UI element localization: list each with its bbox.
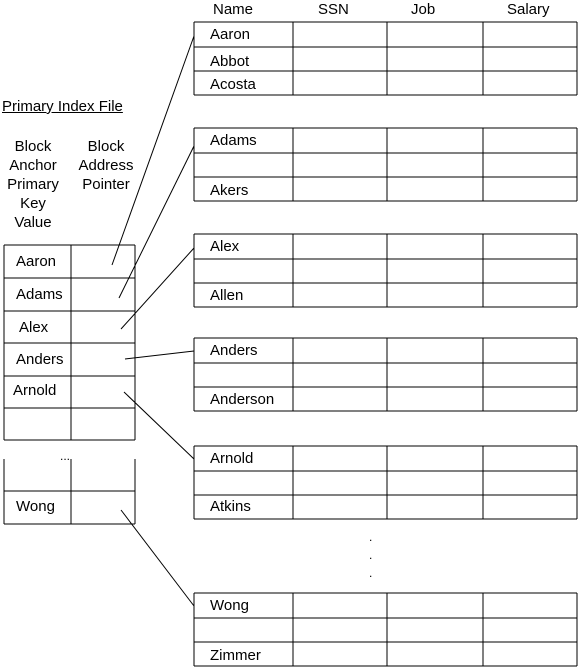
pointer-line-4	[124, 350, 195, 360]
index-key: Alex	[19, 319, 49, 336]
column-header-ssn: SSN	[318, 1, 349, 18]
block-gap-marker: .	[369, 566, 373, 580]
block-gap-marker: .	[369, 548, 373, 562]
record-name: Alex	[210, 238, 240, 255]
index-key: Anders	[16, 351, 64, 368]
data-block-6	[193, 592, 578, 667]
data-block-3	[193, 233, 578, 308]
record-name: Allen	[210, 287, 244, 304]
data-block-1	[193, 21, 578, 96]
index-gap-marker: ...	[60, 449, 71, 463]
index-table-grid	[3, 244, 136, 525]
record-name: Arnold	[210, 450, 254, 467]
data-block-5	[193, 445, 578, 520]
record-name: Acosta	[210, 76, 256, 93]
index-file-title: Primary Index File	[2, 98, 123, 115]
pointer-line-6	[120, 509, 195, 607]
column-header-salary: Salary	[507, 1, 550, 18]
data-blocks	[193, 21, 578, 667]
record-name: Anders	[210, 342, 258, 359]
index-key: Aaron	[16, 253, 57, 270]
pointer-line-1	[111, 35, 195, 266]
column-header-job: Job	[411, 1, 436, 18]
record-name: Abbot	[210, 53, 250, 70]
record-name: Adams	[210, 132, 257, 149]
index-key: Adams	[16, 286, 63, 303]
index-key: Arnold	[13, 382, 57, 399]
record-name: Zimmer	[210, 647, 261, 664]
block-pointers	[111, 35, 195, 607]
pointer-line-5	[123, 391, 195, 460]
index-pointer-column-label: Block Address Pointer	[78, 138, 134, 193]
pointer-line-2	[118, 145, 195, 299]
record-name: Aaron	[210, 26, 251, 43]
record-name: Akers	[210, 182, 249, 199]
data-block-4	[193, 337, 578, 412]
record-name: Atkins	[210, 498, 251, 515]
index-key: Wong	[16, 498, 55, 515]
pointer-line-3	[120, 247, 195, 330]
record-name: Wong	[210, 597, 249, 614]
index-key-column-label: Block Anchor Primary Key Value	[7, 138, 59, 231]
record-name: Anderson	[210, 391, 275, 408]
data-block-2	[193, 127, 578, 202]
column-header-name: Name	[213, 1, 254, 18]
block-gap-marker: .	[369, 530, 373, 544]
